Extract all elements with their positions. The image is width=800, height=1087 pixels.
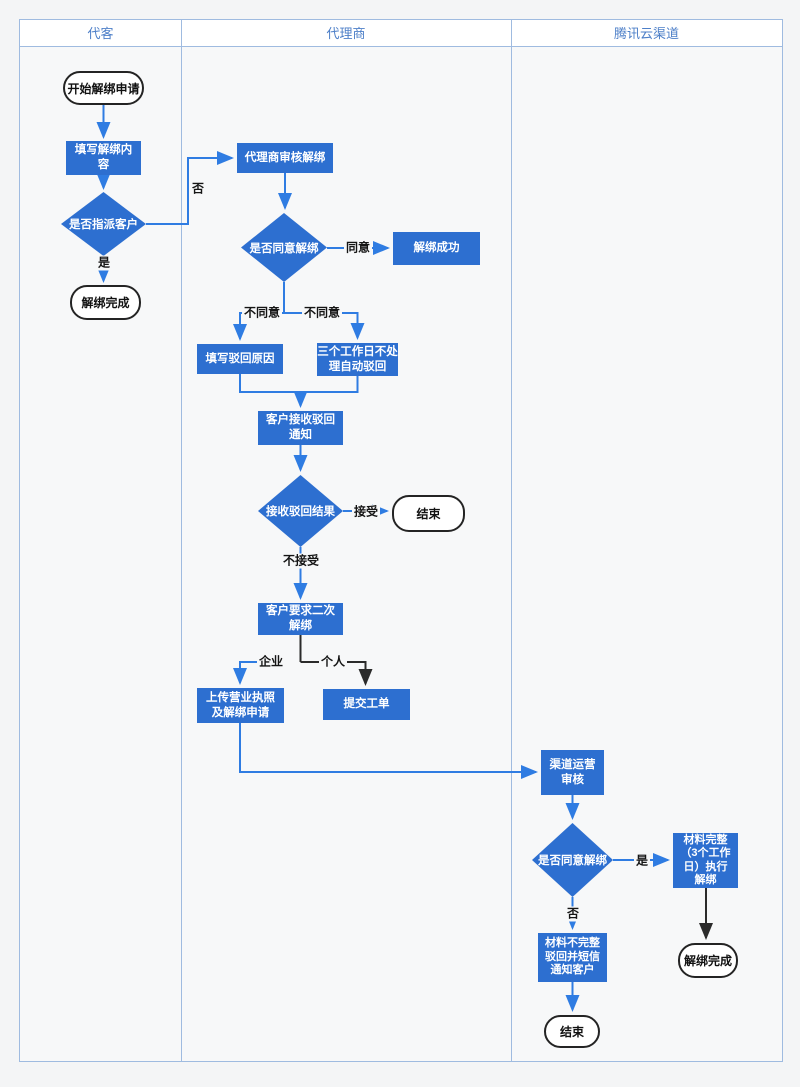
edge-label-accept: 接受: [351, 504, 381, 520]
node-label: 结束: [559, 1025, 584, 1039]
lane-divider-2: [511, 20, 512, 1061]
node-label: 材料完整 （3个工作 日）执行 解绑: [680, 833, 731, 886]
edge-label-enterprise: 企业: [256, 654, 286, 670]
node-channel-ops-review: 渠道运营 审核: [541, 750, 604, 795]
node-agent-review: 代理商审核解绑: [237, 143, 333, 173]
edge-label-yes-channel: 是: [633, 853, 651, 869]
swimlane-frame: 代客 代理商 腾讯云渠道: [19, 19, 783, 1062]
node-upload-license: 上传营业执照 及解绑申请: [197, 688, 284, 723]
node-submit-ticket: 提交工单: [323, 689, 410, 720]
node-auto-reject: 三个工作日不处 理自动驳回: [317, 343, 398, 376]
node-unbind-done-customer: 解绑完成: [70, 285, 141, 320]
node-label: 是否同意解绑: [249, 242, 319, 255]
node-label: 解绑完成: [81, 296, 130, 310]
node-material-incomplete: 材料不完整 驳回并短信 通知客户: [538, 933, 607, 982]
node-label: 三个工作日不处 理自动驳回: [317, 345, 398, 373]
edge-label-disagree-right: 不同意: [301, 305, 343, 321]
edge-label-agree: 同意: [343, 240, 373, 256]
node-label: 解绑完成: [683, 954, 732, 968]
node-label: 客户接收驳回 通知: [266, 414, 335, 441]
node-second-unbind-request: 客户要求二次 解绑: [258, 603, 343, 635]
node-label: 上传营业执照 及解绑申请: [206, 691, 275, 719]
node-start-terminal: 开始解绑申请: [63, 71, 144, 105]
node-label: 是否指派客户: [69, 219, 138, 231]
lane-header-row: [20, 20, 782, 47]
node-fill-unbind-content: 填写解绑内 容: [66, 141, 141, 175]
lane-title-agent: 代理商: [326, 26, 366, 41]
node-label: 填写驳回原因: [205, 352, 275, 365]
edge-label-not-accept: 不接受: [280, 553, 322, 569]
node-label: 是否同意解绑: [538, 855, 607, 867]
node-end-bottom-terminal: 结束: [544, 1015, 600, 1048]
node-label: 提交工单: [343, 698, 390, 711]
node-end-mid-terminal: 结束: [392, 495, 465, 532]
edge-label-no: 否: [189, 181, 207, 197]
node-label: 填写解绑内 容: [74, 144, 133, 171]
node-unbind-success: 解绑成功: [393, 232, 480, 265]
node-label: 渠道运营 审核: [549, 758, 596, 786]
edge-label-personal: 个人: [318, 654, 348, 670]
node-label: 结束: [416, 507, 441, 521]
edge-label-yes: 是: [95, 255, 113, 271]
lane-divider-1: [181, 20, 182, 1061]
node-label: 解绑成功: [413, 242, 460, 255]
edge-label-no-channel: 否: [564, 906, 582, 922]
node-label: 开始解绑申请: [67, 81, 140, 96]
node-unbind-done-channel: 解绑完成: [678, 943, 738, 978]
node-label: 材料不完整 驳回并短信 通知客户: [545, 937, 600, 977]
node-label: 客户要求二次 解绑: [266, 605, 335, 632]
node-label: 代理商审核解绑: [244, 151, 326, 164]
lane-title-customer: 代客: [87, 26, 114, 41]
edge-label-disagree-left: 不同意: [241, 305, 283, 321]
lane-title-tencent-channel: 腾讯云渠道: [613, 26, 679, 41]
node-material-complete: 材料完整 （3个工作 日）执行 解绑: [673, 833, 738, 888]
node-customer-receive-reject-notice: 客户接收驳回 通知: [258, 411, 343, 445]
node-fill-reject-reason: 填写驳回原因: [197, 344, 283, 374]
node-label: 接收驳回结果: [266, 506, 335, 518]
